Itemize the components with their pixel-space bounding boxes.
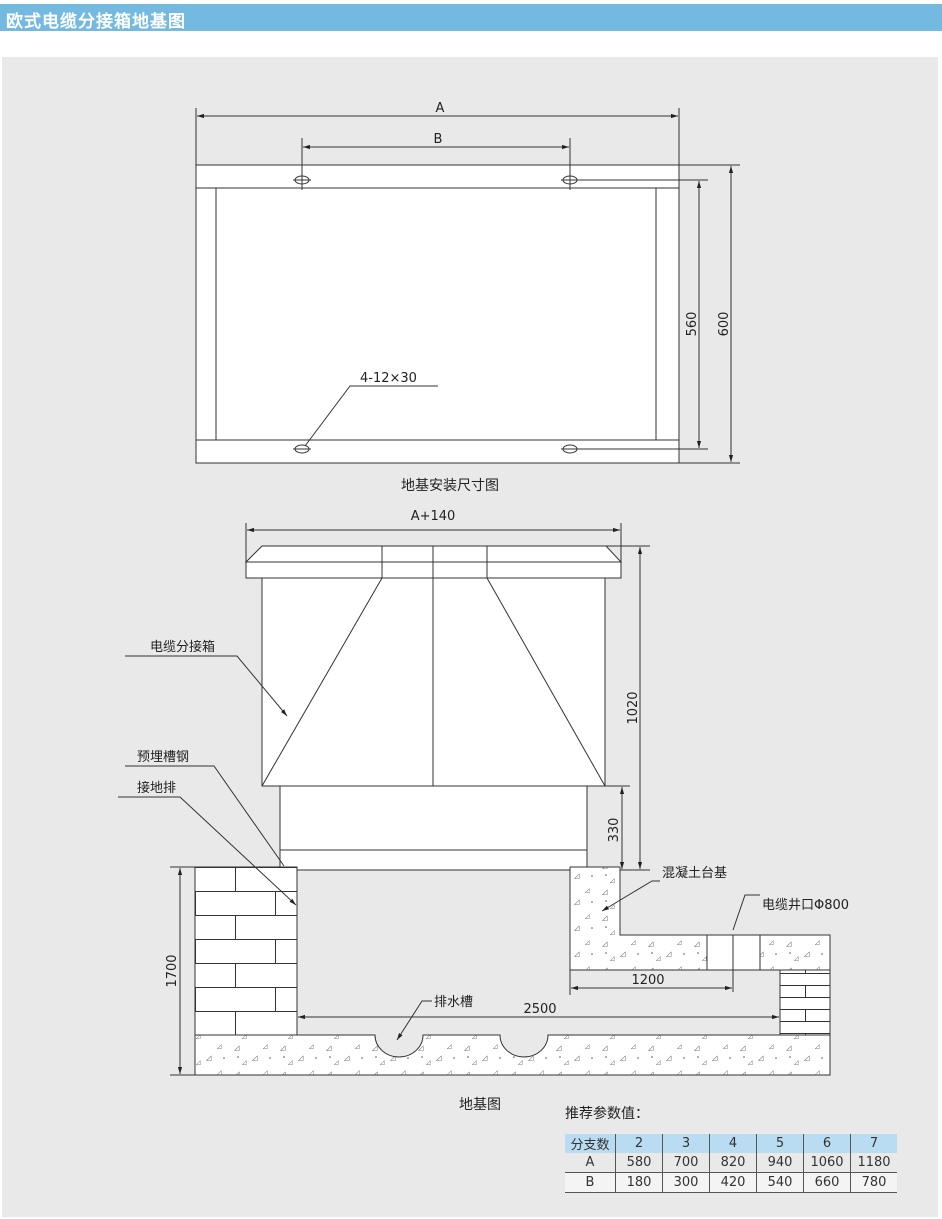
table-row: B 180 300 420 540 660 780 <box>565 1172 897 1193</box>
drain-leader <box>396 1000 432 1041</box>
table-cell: 7 <box>850 1134 897 1153</box>
table-cell: 300 <box>662 1172 710 1193</box>
table-cell: 540 <box>756 1172 804 1193</box>
params-table: 分支数 2 3 4 5 6 7 A 580 700 820 940 1060 1… <box>565 1134 897 1193</box>
table-cell: A <box>565 1153 616 1173</box>
brick-wall-left <box>194 866 298 1036</box>
params-title: 推荐参数值： <box>565 1105 649 1122</box>
plan-view <box>195 108 740 464</box>
dim-b-label: B <box>434 132 443 147</box>
foundation-slab <box>194 1034 831 1076</box>
table-cell: 700 <box>662 1153 710 1173</box>
table-cell: 580 <box>615 1153 663 1173</box>
dim-a140-label: A+140 <box>411 509 456 524</box>
box-label: 电缆分接箱 <box>150 639 215 655</box>
foundation-caption: 地基图 <box>459 1096 501 1113</box>
dim-330-label: 330 <box>607 818 622 843</box>
table-cell: 5 <box>756 1134 804 1153</box>
table-cell: 820 <box>709 1153 757 1173</box>
table-cell: 2 <box>615 1134 663 1153</box>
mount-hole <box>293 175 311 185</box>
table-cell: B <box>565 1172 616 1193</box>
table-cell: 180 <box>615 1172 663 1193</box>
dim-2500-label: 2500 <box>523 1002 556 1017</box>
well-leader <box>732 894 760 931</box>
table-row: A 580 700 820 940 1060 1180 <box>565 1153 897 1173</box>
header-bar: 欧式电缆分接箱地基图 <box>0 4 942 32</box>
ground-leader <box>118 796 297 906</box>
mount-hole <box>293 444 311 454</box>
channel-label: 预埋槽钢 <box>137 750 189 765</box>
concrete-pad <box>569 866 831 971</box>
dim-1020-label: 1020 <box>626 691 641 724</box>
hole-leader <box>304 385 438 447</box>
box-leader <box>125 655 288 717</box>
frame-inner <box>215 187 657 441</box>
concrete-leader <box>601 880 660 912</box>
table-cell: 1060 <box>803 1153 851 1173</box>
table-cell: 660 <box>803 1172 851 1193</box>
table-cell: 分支数 <box>565 1134 616 1153</box>
page-title: 欧式电缆分接箱地基图 <box>6 12 186 32</box>
dim-560-label: 560 <box>685 312 700 337</box>
dim-600-label: 600 <box>717 312 732 337</box>
cabinet-base <box>279 785 588 851</box>
table-cell: 3 <box>662 1134 710 1153</box>
table-cell: 940 <box>756 1153 804 1173</box>
hole-spec-label: 4-12×30 <box>360 371 417 386</box>
dim-1200-label: 1200 <box>631 973 664 988</box>
table-cell: 780 <box>850 1172 897 1193</box>
table-cell: 6 <box>803 1134 851 1153</box>
table-row: 分支数 2 3 4 5 6 7 <box>565 1134 897 1153</box>
brick-wall-right <box>779 969 831 1036</box>
table-cell: 4 <box>709 1134 757 1153</box>
base-channel <box>279 849 588 871</box>
drain-label: 排水槽 <box>434 995 473 1010</box>
dim-1700-label: 1700 <box>165 954 180 987</box>
channel-leader <box>125 765 285 867</box>
table-cell: 1180 <box>850 1153 897 1173</box>
ground-label: 接地排 <box>137 780 176 796</box>
elevation-view <box>244 523 650 871</box>
foundation <box>194 866 831 1076</box>
concrete-label: 混凝土台基 <box>662 865 727 881</box>
plan-caption: 地基安装尺寸图 <box>401 477 499 494</box>
well-label: 电缆井口Φ800 <box>762 897 849 913</box>
table-cell: 420 <box>709 1172 757 1193</box>
dim-a-label: A <box>436 101 445 116</box>
